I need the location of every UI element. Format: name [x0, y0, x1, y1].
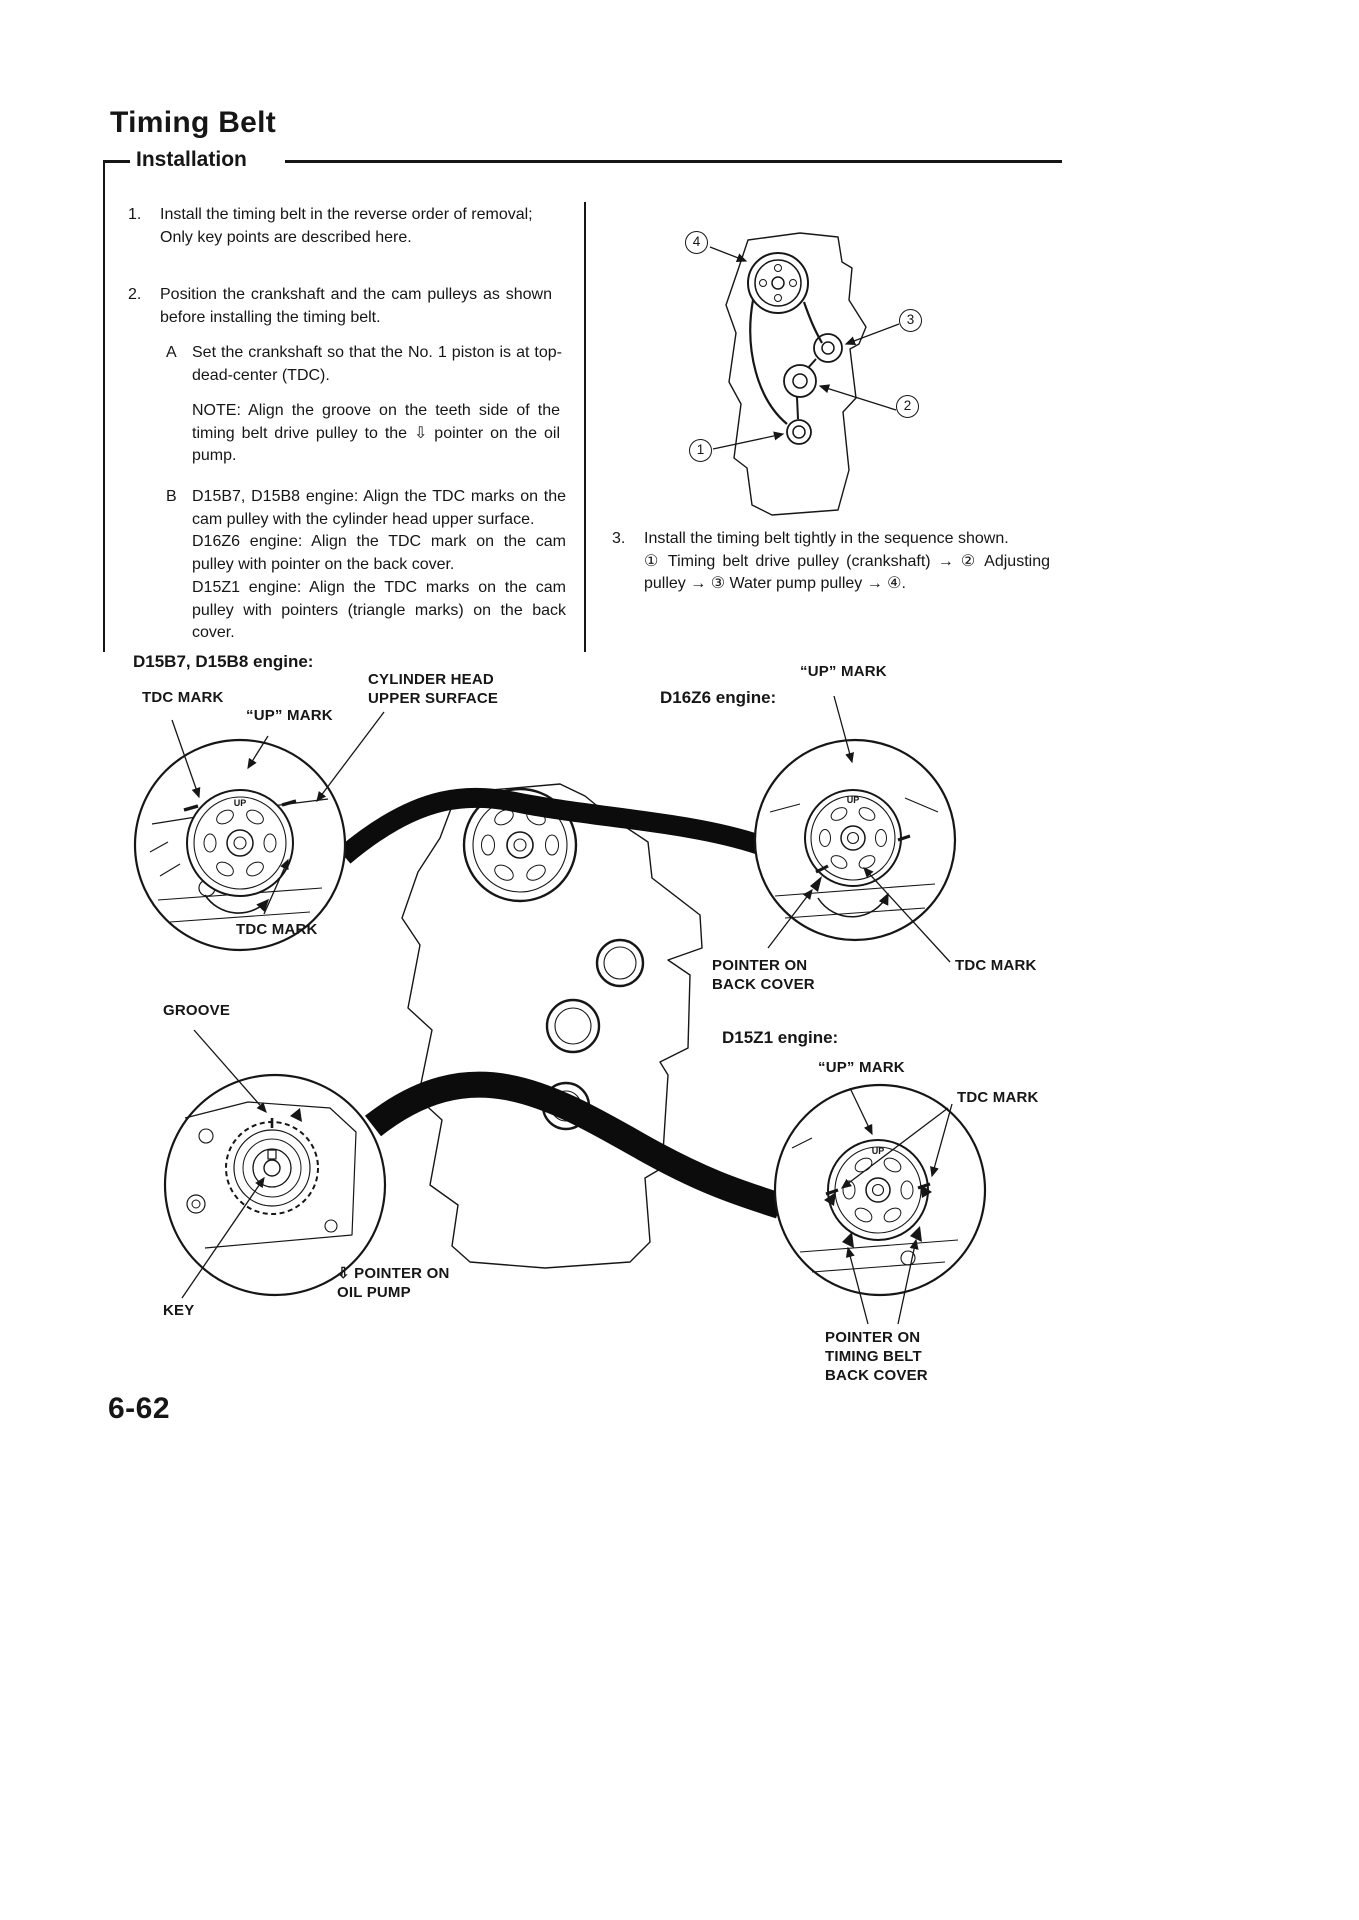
step-3: 3. Install the timing belt tightly in th… [612, 528, 1050, 596]
label-d15z1-engine: D15Z1 engine: [722, 1028, 839, 1047]
step-1-line1: Install the timing belt in the reverse o… [160, 206, 533, 223]
step-2b-label: B [166, 488, 177, 505]
step-2-number: 2. [128, 286, 142, 303]
bracket-top-line [103, 160, 130, 163]
d16z6-cam-closeup: UP [753, 738, 957, 942]
step-3-number: 3. [612, 530, 626, 547]
d15z1-cam-closeup: UP [773, 1083, 987, 1297]
back-cover-pointer-right [910, 1226, 922, 1242]
tdc-marks [183, 799, 297, 812]
belt-drive-pulley-teeth [225, 1121, 319, 1215]
step-2: 2. Position the crankshaft and the cam p… [128, 284, 552, 329]
label-cylinder-head-upper-surface: CYLINDER HEAD UPPER SURFACE [368, 671, 499, 708]
label-key: KEY [163, 1302, 195, 1319]
oil-pump-closeup [163, 1073, 387, 1297]
step-2a-note: NOTE: Align the groove on the teeth side… [192, 402, 560, 465]
belt-sequence-diagram [709, 232, 900, 516]
label-d16z6-engine: D16Z6 engine: [660, 688, 777, 707]
tdc-triangle-left [824, 1192, 836, 1206]
label-leader-lines [171, 695, 953, 1325]
column-divider-line [584, 202, 586, 652]
step-3-sequence: ① Timing belt drive pulley (crankshaft) … [644, 552, 1050, 593]
page-number: 6-62 [108, 1392, 171, 1425]
d15b7-cam-closeup: UP [133, 738, 347, 952]
tdc-marks [825, 1182, 931, 1196]
bracket-left-line [103, 160, 105, 652]
label-up-mark-right: “UP” MARK [800, 663, 887, 680]
back-cover-pointer-left [842, 1232, 854, 1248]
sequence-crank-pulley [786, 419, 812, 445]
step-2-text: Position the crankshaft and the cam pull… [160, 286, 552, 326]
step-2b: B D15B7, D15B8 engine: Align the TDC mar… [166, 486, 566, 645]
label-tdc-mark-bottom: TDC MARK [236, 921, 318, 938]
step-2b-paragraph-2: D16Z6 engine: Align the TDC mark on the … [192, 533, 566, 574]
label-groove: GROOVE [163, 1002, 231, 1019]
step-2b-paragraph-1: D15B7, D15B8 engine: Align the TDC marks… [192, 488, 566, 528]
step-2a: A Set the crankshaft so that the No. 1 p… [166, 342, 562, 387]
back-cover-pointer [810, 876, 822, 892]
label-up-mark-d15z1: “UP” MARK [818, 1059, 905, 1076]
pulley-up-text: UP [872, 1146, 885, 1156]
label-pointer-on-timing-belt-back-cover: POINTER ON TIMING BELT BACK COVER [825, 1329, 928, 1385]
oil-pump-pointer [290, 1108, 302, 1122]
callout-4: 4 [685, 231, 708, 254]
tdc-triangle-right [920, 1184, 932, 1198]
sequence-water-pump-pulley [813, 333, 843, 363]
step-2a-label: A [166, 344, 177, 361]
step-2b-text: D15B7, D15B8 engine: Align the TDC marks… [192, 486, 566, 645]
step-3-line: Install the timing belt tightly in the s… [644, 530, 1009, 547]
timing-belt-upper-band [337, 787, 764, 864]
label-up-mark-left: “UP” MARK [246, 707, 333, 724]
label-tdc-mark-top: TDC MARK [142, 689, 224, 706]
label-pointer-on-oil-pump: ⇩ POINTER ON OIL PUMP [337, 1265, 450, 1302]
pulley-up-text: UP [847, 795, 860, 805]
sequence-cam-pulley [747, 252, 809, 314]
label-tdc-mark-d15z1: TDC MARK [957, 1089, 1039, 1106]
timing-belt-lower-band [364, 1071, 784, 1219]
key-slot [267, 1149, 277, 1160]
label-pointer-on-back-cover: POINTER ON BACK COVER [712, 957, 815, 994]
section-rule [285, 160, 1062, 163]
step-3-text: Install the timing belt tightly in the s… [644, 528, 1050, 596]
step-1-text: Install the timing belt in the reverse o… [160, 204, 552, 249]
step-2a-text: Set the crankshaft so that the No. 1 pis… [192, 344, 562, 384]
step-1-line2: Only key points are described here. [160, 228, 412, 246]
step-1-number: 1. [128, 206, 142, 223]
callout-2: 2 [896, 395, 919, 418]
pulley-up-text: UP [234, 798, 247, 808]
sequence-belt-right [802, 301, 823, 344]
page-title: Timing Belt [110, 106, 277, 139]
step-2b-paragraph-3: D15Z1 engine: Align the TDC marks on the… [192, 578, 566, 642]
d15b7-cam-pulley [186, 789, 294, 897]
label-d15b7-engine: D15B7, D15B8 engine: [133, 652, 314, 671]
timing-belt [337, 787, 784, 1219]
center-engine-block [401, 783, 703, 1269]
step-1: 1. Install the timing belt in the revers… [128, 204, 552, 249]
sequence-belt-left [749, 299, 788, 425]
sequence-adjusting-pulley [783, 364, 817, 398]
callout-1: 1 [689, 439, 712, 462]
section-title: Installation [136, 148, 247, 171]
tdc-mark [815, 834, 911, 874]
label-tdc-mark-right: TDC MARK [955, 957, 1037, 974]
callout-3: 3 [899, 309, 922, 332]
